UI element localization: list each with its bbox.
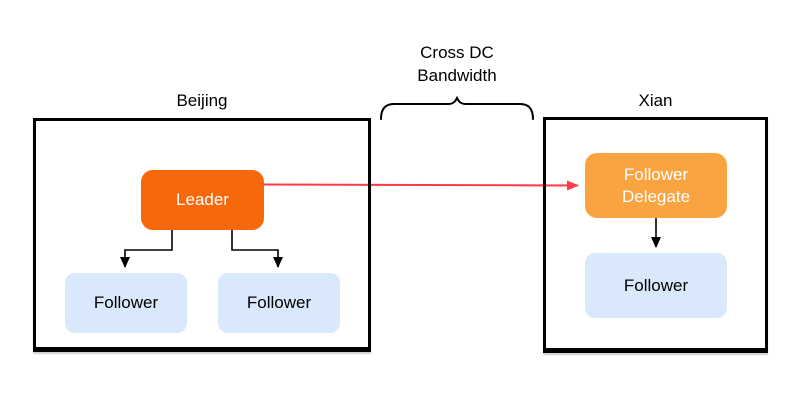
- replication-arrow: [263, 180, 579, 191]
- follower-delegate-label-line1: Follower: [623, 164, 689, 184]
- xian-dc-title: Xian: [638, 91, 673, 110]
- bandwidth-brace: [380, 96, 534, 120]
- xian-dc-box: [543, 117, 768, 353]
- leader-node-label: Leader: [176, 190, 229, 209]
- xian-follower-node: Follower: [585, 253, 727, 318]
- beijing-dc-box: [33, 118, 371, 352]
- cross-dc-bandwidth-label: Cross DC Bandwidth: [377, 41, 537, 87]
- brace-path: [380, 96, 534, 120]
- cross-dc-label-line1: Cross DC: [420, 43, 494, 62]
- cross-dc-label-line2: Bandwidth: [417, 66, 497, 85]
- xian-follower-node-label: Follower: [623, 275, 689, 295]
- follower-delegate-label-line2: Delegate: [621, 186, 691, 206]
- follower-delegate-node: Follower Delegate: [585, 153, 727, 218]
- follower-node-right: Follower: [218, 273, 340, 333]
- leader-to-follower-left-arrow: [120, 230, 173, 268]
- leader-node: Leader: [141, 170, 264, 230]
- follower-node-right-label: Follower: [246, 293, 312, 312]
- follower-node-left-label: Follower: [93, 293, 159, 312]
- follower-delegate-label: Follower Delegate: [622, 164, 690, 208]
- follower-node-left: Follower: [65, 273, 187, 333]
- beijing-dc-title: Beijing: [176, 91, 228, 110]
- leader-to-follower-right-arrow: [231, 230, 283, 268]
